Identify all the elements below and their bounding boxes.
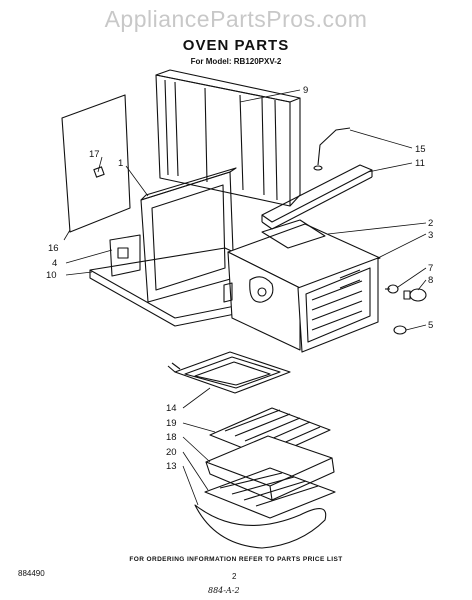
callout-2: 2	[428, 218, 433, 229]
leader-9	[239, 89, 301, 103]
thermostat-bulb-part	[313, 127, 351, 171]
callout-17: 17	[89, 149, 100, 160]
door-frame-part	[140, 167, 237, 303]
callout-13: 13	[166, 461, 177, 472]
leader-14	[182, 387, 211, 409]
callout-8: 8	[428, 275, 433, 286]
callout-19: 19	[166, 418, 177, 429]
oven-gasket-part	[297, 257, 379, 353]
leader-15	[349, 129, 413, 149]
leader-3	[377, 233, 427, 259]
leader-8	[417, 279, 427, 291]
leader-17	[97, 156, 103, 173]
callout-15: 15	[415, 144, 426, 155]
ordering-note: FOR ORDERING INFORMATION REFER TO PARTS …	[129, 556, 343, 563]
callout-16: 16	[48, 243, 59, 254]
leader-13	[182, 465, 199, 506]
light-bulb-part	[403, 288, 427, 302]
callout-11: 11	[415, 158, 425, 169]
lens-cover-part	[393, 325, 407, 335]
callout-18: 18	[166, 432, 177, 443]
broiler-pan-part	[205, 435, 335, 501]
page-title: OVEN PARTS	[182, 37, 290, 54]
leader-4	[65, 249, 113, 264]
page-number: 2	[232, 572, 237, 581]
callout-7: 7	[428, 263, 433, 274]
callout-10: 10	[46, 270, 57, 281]
callout-9: 9	[303, 85, 308, 96]
handwritten-note: 884-A-2	[208, 586, 240, 595]
leader-7	[397, 267, 427, 288]
leader-18	[182, 436, 211, 463]
oven-rack-part	[204, 467, 336, 519]
leader-2	[327, 222, 427, 235]
brace-part	[261, 164, 373, 230]
leader-1	[125, 165, 149, 197]
broil-element-part	[167, 351, 291, 394]
leader-11	[367, 162, 413, 173]
side-panel-part	[61, 94, 131, 233]
watermark: AppliancePartsPros.com	[104, 6, 368, 32]
callout-5: 5	[428, 320, 433, 331]
leader-10	[65, 271, 93, 276]
back-frame-part	[155, 69, 301, 207]
light-socket-part	[385, 284, 399, 294]
callout-20: 20	[166, 447, 177, 458]
callout-3: 3	[428, 230, 433, 241]
leader-19	[182, 422, 216, 433]
callout-14: 14	[166, 403, 177, 414]
document-code: 884490	[18, 569, 45, 578]
callout-4: 4	[52, 258, 57, 269]
leader-20	[182, 451, 209, 491]
callout-1: 1	[118, 158, 123, 169]
leader-5	[405, 324, 427, 331]
model-subtitle: For Model: RB120PXV-2	[190, 57, 282, 66]
leader-16	[63, 229, 71, 241]
rack-support-part	[194, 504, 327, 549]
